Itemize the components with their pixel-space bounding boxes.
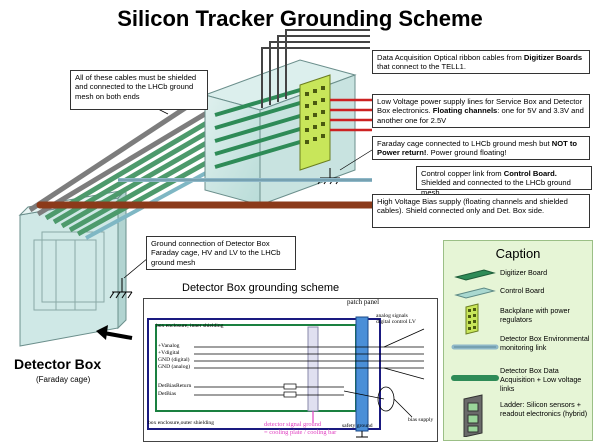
note-lv-suffix: : one for 5V and 3.3V and another one fo… (377, 106, 584, 125)
inset-analog-signals: analog signals digital control LV (376, 313, 416, 326)
note-daq-cables: Data Acquisition Optical ribbon cables f… (372, 50, 590, 74)
note-faraday-cage: Faraday cage connected to LHCb ground me… (372, 136, 590, 160)
note-control-suffix: Shielded and connected to the LHCb groun… (421, 178, 571, 197)
note-shielded-cables: All of these cables must be shielded and… (70, 70, 208, 110)
note-control-bold: Control Board. (503, 169, 557, 178)
note-hv-bias: High Voltage Bias supply (floating chann… (372, 194, 590, 228)
inset-signal-0: +Vanalog (158, 343, 180, 349)
inset-signal-1: +Vdigital (158, 350, 180, 356)
caption-item-1: Control Board (500, 286, 545, 295)
digitizer-board-icon (454, 269, 496, 281)
note-daq-bold: Digitizer Boards (523, 53, 583, 62)
note-shielded-cables-text: All of these cables must be shielded and… (75, 73, 197, 101)
note-lv-bold: Floating channels (432, 106, 498, 116)
inset-bias-supply: bias supply (408, 417, 434, 423)
inset-box-inner-label: box enclosure, inner shielding (156, 323, 224, 329)
note-faraday-suffix: . Power ground floating! (426, 148, 507, 158)
note-ground-text: Ground connection of Detector Box Farada… (151, 239, 281, 267)
caption-item-3: Detector Box Environmental monitoring li… (500, 334, 590, 352)
page-title: Silicon Tracker Grounding Scheme (117, 6, 483, 31)
detector-box-label: Detector Box (14, 356, 102, 372)
arrow-icon (96, 325, 133, 340)
caption-item-5: Ladder: Silicon sensors + readout electr… (500, 400, 588, 418)
detector-ground-symbol (109, 257, 149, 299)
note-control-link: Control copper link from Control Board. … (416, 166, 592, 197)
note-faraday-bold: NOT to Power return! (377, 139, 578, 158)
inset-signal-3: GND (analog) (158, 364, 191, 370)
service-box (203, 29, 373, 206)
ladder-icon (463, 394, 483, 437)
monitoring-link-icon (451, 344, 499, 350)
inset-safety-ground: safety ground (342, 423, 373, 429)
inset-bias: DetBias (158, 391, 177, 397)
grounding-inset: box enclosure, inner shielding box enclo… (143, 298, 438, 442)
note-ground-connection: Ground connection of Detector Box Farada… (146, 236, 296, 270)
inset-signal-ground-2: = cooling plate / cooling bar (264, 429, 337, 436)
inset-signal-2: GND (digital) (158, 357, 190, 363)
caption-item-2: Backplane with power regulators (500, 306, 570, 324)
daq-link-icon (451, 375, 499, 381)
note-lv-prefix: Low Voltage power supply lines for Servi… (377, 97, 583, 116)
note-daq-prefix: Data Acquisition Optical ribbon cables f… (377, 53, 524, 62)
note-lv-lines: Low Voltage power supply lines for Servi… (372, 94, 590, 128)
backplane-icon (465, 303, 479, 335)
inset-box-outer-label: box enclosure,outer shielding (148, 420, 215, 426)
note-faraday-prefix: Faraday cage connected to LHCb ground me… (377, 139, 552, 148)
note-hv-text: High Voltage Bias supply (floating chann… (377, 197, 568, 216)
control-board-icon (454, 287, 496, 299)
inset-signal-ground-1: detector signal ground (264, 421, 322, 428)
inset-patch-panel-label: patch panel (347, 298, 380, 306)
inset-bias-return: DetBiasReturn (158, 383, 192, 389)
caption-item-0: Digitizer Board (500, 268, 548, 277)
detector-box-sublabel: (Faraday cage) (36, 375, 91, 384)
caption-panel: Caption Digitizer Board Control Board Ba… (443, 240, 593, 441)
caption-item-4: Detector Box Data Acquisition + Low volt… (500, 366, 582, 393)
caption-title: Caption (495, 246, 541, 261)
note-control-prefix: Control copper link from (421, 169, 504, 178)
inset-schematic (147, 316, 425, 438)
note-daq-suffix: that connect to the TELL1. (377, 62, 466, 72)
inset-title: Detector Box grounding scheme (182, 282, 340, 294)
